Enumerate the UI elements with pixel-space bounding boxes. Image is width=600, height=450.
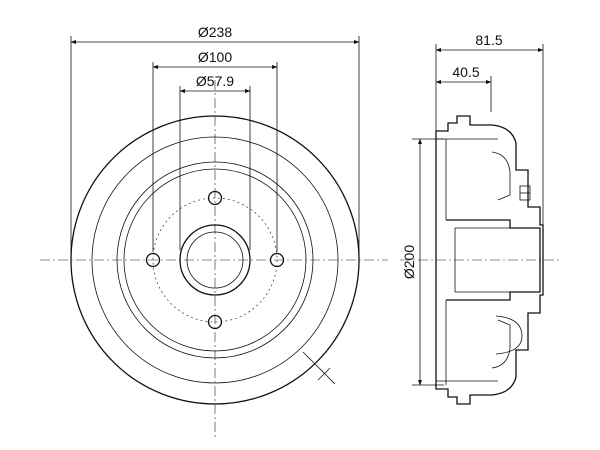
drum-outer-rim bbox=[91, 136, 339, 384]
hub-shoulder-top bbox=[491, 151, 511, 201]
braking-surface-circle bbox=[116, 161, 314, 359]
flange-circle bbox=[123, 168, 307, 352]
side-view: 81.5 40.5 Ø200 bbox=[400, 32, 560, 405]
dim-label-center-bore: Ø57.9 bbox=[196, 73, 234, 89]
bearing-bore-section bbox=[446, 219, 541, 301]
section-marker-tick bbox=[317, 367, 331, 381]
center-bore-outer bbox=[179, 224, 251, 296]
drum-outer-edge bbox=[70, 115, 360, 405]
dim-label-hub-height: 40.5 bbox=[452, 64, 479, 80]
front-view: Ø238 Ø100 Ø57.9 bbox=[40, 24, 388, 440]
bolt-hole-bottom bbox=[207, 314, 223, 330]
dim-label-bolt-circle: Ø100 bbox=[198, 49, 232, 65]
dim-label-inner-diameter: Ø200 bbox=[401, 245, 417, 279]
section-marker-line bbox=[302, 351, 336, 385]
center-bore-inner bbox=[186, 231, 244, 289]
drum-profile-outline bbox=[435, 115, 544, 405]
bolt-circle bbox=[152, 197, 278, 323]
dim-label-outer: Ø238 bbox=[198, 24, 232, 40]
lower-pocket bbox=[495, 315, 523, 355]
bolt-hole-left bbox=[145, 252, 161, 268]
bolt-hole-top bbox=[207, 190, 223, 206]
hub-shoulder-bottom bbox=[491, 319, 511, 369]
bolt-hole-right bbox=[269, 252, 285, 268]
dim-label-overall-height: 81.5 bbox=[475, 32, 502, 48]
